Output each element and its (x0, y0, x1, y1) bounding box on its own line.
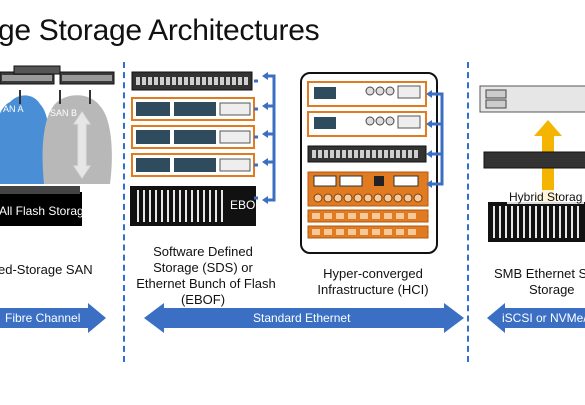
iscsi-nvme-arrow (487, 303, 585, 333)
sds-caption-line-1: Software Defined (153, 244, 253, 259)
san-diagram (0, 65, 115, 226)
sds-server-node-3 (131, 153, 255, 177)
smb-caption-line-2: Storage (529, 282, 575, 297)
all-flash-storage-label: All Flash Storage (0, 204, 91, 218)
sds-caption-line-4: (EBOF) (180, 292, 226, 307)
san-section: AN A SAN B All Flash Storage (0, 64, 118, 229)
san-a-label: AN A (3, 104, 24, 114)
san-b-label: SAN B (50, 108, 78, 118)
san-caption: ed-Storage SAN (0, 262, 93, 277)
hci-converged-node (307, 171, 429, 207)
sds-diagram (130, 71, 264, 226)
sds-server-node-1 (131, 97, 255, 121)
san-b-cloud (42, 95, 112, 184)
hci-diagram (307, 81, 444, 239)
section-divider-left (123, 62, 125, 362)
page-title: ge Storage Architectures (0, 14, 320, 47)
sds-hci-connector-bus (262, 72, 276, 204)
hybrid-storage-label: Hybrid Storag (507, 190, 585, 204)
hci-node-1 (307, 81, 427, 107)
sds-server-node-2 (131, 125, 255, 149)
sds-caption-line-2: Storage (SDS) or (153, 260, 253, 275)
san-a-cloud (0, 95, 50, 184)
all-flash-storage-array (0, 192, 82, 226)
sds-section: EBOF (128, 68, 264, 233)
smb-section: Hybrid Storag (478, 76, 585, 246)
ebof-label: EBOF (230, 198, 263, 212)
hci-node-2 (307, 111, 427, 137)
hci-drive-shelf-1 (307, 209, 429, 223)
fibre-channel-arrow (0, 303, 106, 333)
fibre-channel-label: Fibre Channel (5, 311, 81, 325)
hci-drive-shelf-2 (307, 225, 429, 239)
hci-caption-line-2: Infrastructure (HCI) (317, 282, 429, 297)
standard-ethernet-label: Standard Ethernet (253, 311, 351, 325)
section-divider-right (467, 62, 469, 362)
smb-diagram (479, 85, 585, 242)
san-b-double-arrow (73, 111, 91, 179)
iscsi-nvme-label: iSCSI or NVMe/T (502, 311, 585, 325)
hci-section (306, 80, 456, 250)
standard-ethernet-arrow (144, 303, 464, 333)
smb-caption-line-1: SMB Ethernet Sh (494, 266, 585, 281)
sds-caption-line-3: Ethernet Bunch of Flash (136, 276, 276, 291)
hci-caption-line-1: Hyper-converged (323, 266, 423, 281)
smb-switch (483, 151, 585, 169)
